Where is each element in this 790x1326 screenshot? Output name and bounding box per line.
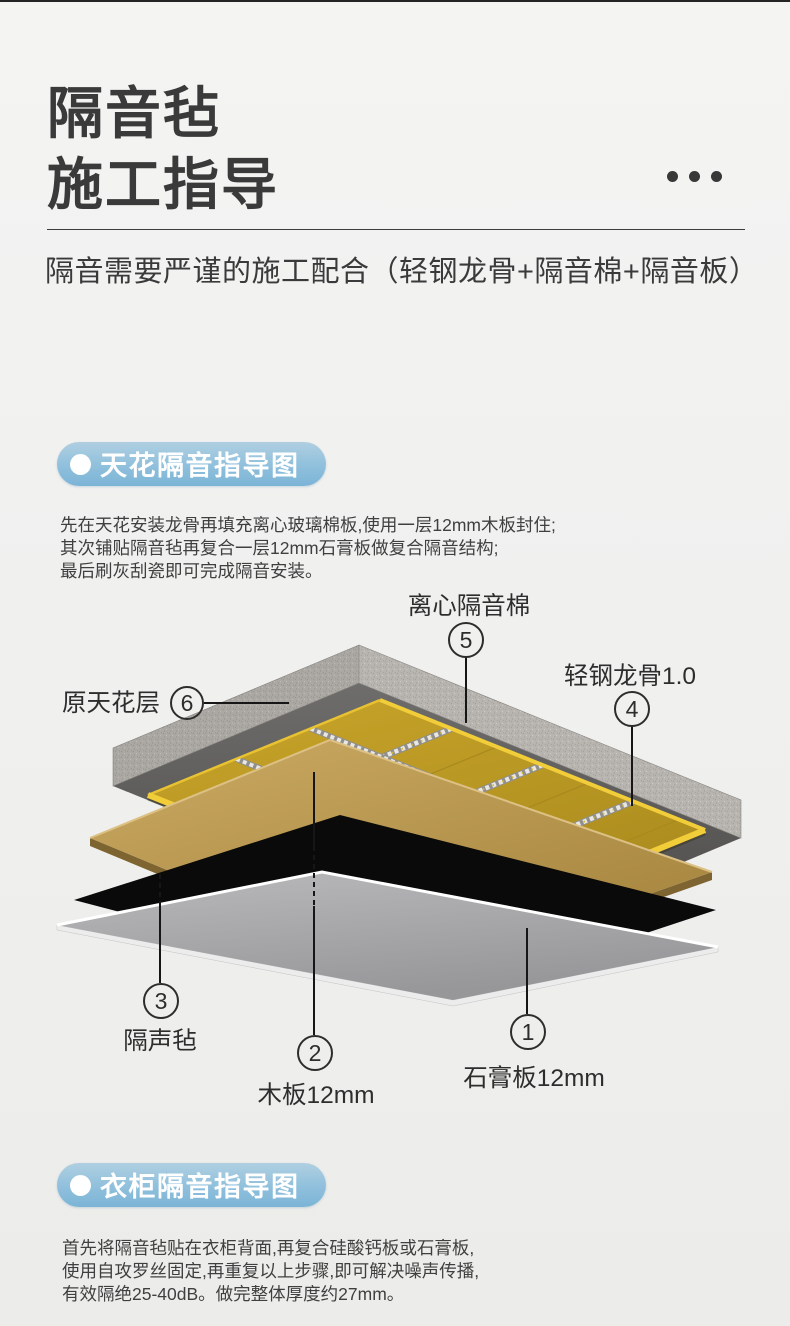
top-divider-bar [0, 0, 790, 2]
dot-icon [711, 171, 722, 182]
instruction-line: 先在天花安装龙骨再填充离心玻璃棉板,使用一层12mm木板封住; [60, 515, 556, 535]
label-insulation-cotton: 离心隔音棉 [408, 592, 531, 620]
header-divider [47, 229, 745, 230]
instruction-line: 有效隔绝25-40dB。做完整体厚度约27mm。 [62, 1284, 405, 1304]
slab-left-face-shade [113, 645, 359, 786]
leader-lines [159, 657, 633, 1035]
callout-number-2: 2 [309, 1040, 322, 1066]
bullet-circle-icon [70, 453, 91, 475]
callout-circle-4 [614, 691, 650, 727]
callout-circle-6 [170, 686, 204, 720]
section-badge-label: 衣柜隔音指导图 [100, 1171, 300, 1202]
label-steel-keel: 轻钢龙骨1.0 [564, 662, 696, 690]
callout-number-4: 4 [626, 696, 639, 722]
layer-gypsum-board [56, 870, 719, 1007]
section-badge-ceiling: 天花隔音指导图 [57, 442, 326, 486]
callout-circle-1 [510, 1014, 546, 1050]
instruction-line: 其次铺贴隔音毡再复合一层12mm石膏板做复合隔音结构; [60, 538, 499, 558]
slab-right-face [358, 644, 742, 839]
page-title-line2: 施工指导 [47, 153, 279, 216]
instruction-line: 首先将隔音毡贴在衣柜背面,再复合硅酸钙板或石膏板, [62, 1238, 475, 1258]
label-original-ceiling: 原天花层 [62, 689, 160, 717]
callout-number-3: 3 [155, 988, 168, 1014]
callout-number-6: 6 [181, 690, 194, 716]
label-wood-board: 木板12mm [257, 1081, 374, 1109]
label-gypsum-board: 石膏板12mm [463, 1064, 605, 1092]
section-badge-label: 天花隔音指导图 [100, 450, 300, 481]
page-subtitle: 隔音需要严谨的施工配合（轻钢龙骨+隔音棉+隔音板） [45, 256, 759, 288]
callout-circle-2 [297, 1035, 333, 1071]
ceiling-instructions: 先在天花安装龙骨再填充离心玻璃棉板,使用一层12mm木板封住; 其次铺贴隔音毡再… [60, 514, 556, 583]
callout-number-1: 1 [522, 1019, 535, 1045]
callout-number-5: 5 [460, 627, 473, 653]
section-badge-wardrobe: 衣柜隔音指导图 [57, 1163, 326, 1207]
dot-icon [689, 171, 700, 182]
callout-circle-3 [143, 983, 179, 1019]
ceiling-layers-exploded-diagram: 离心隔音棉 5 轻钢龙骨1.0 4 原天花层 6 3 隔声毡 2 木板12mm … [56, 592, 742, 1109]
label-sound-felt: 隔声毡 [123, 1027, 197, 1055]
page-title-line1: 隔音毡 [47, 82, 221, 145]
instruction-line: 使用自攻罗丝固定,再重复以上步骤,即可解决噪声传播, [62, 1261, 480, 1281]
wardrobe-instructions: 首先将隔音毡贴在衣柜背面,再复合硅酸钙板或石膏板, 使用自攻罗丝固定,再重复以上… [62, 1237, 479, 1306]
bullet-circle-icon [70, 1174, 91, 1196]
callout-circle-5 [448, 622, 484, 658]
instruction-line: 最后刷灰刮瓷即可完成隔音安装。 [60, 561, 323, 581]
page-title: 隔音毡 施工指导 [47, 78, 279, 220]
more-menu-icon[interactable] [667, 171, 722, 182]
dot-icon [667, 171, 678, 182]
